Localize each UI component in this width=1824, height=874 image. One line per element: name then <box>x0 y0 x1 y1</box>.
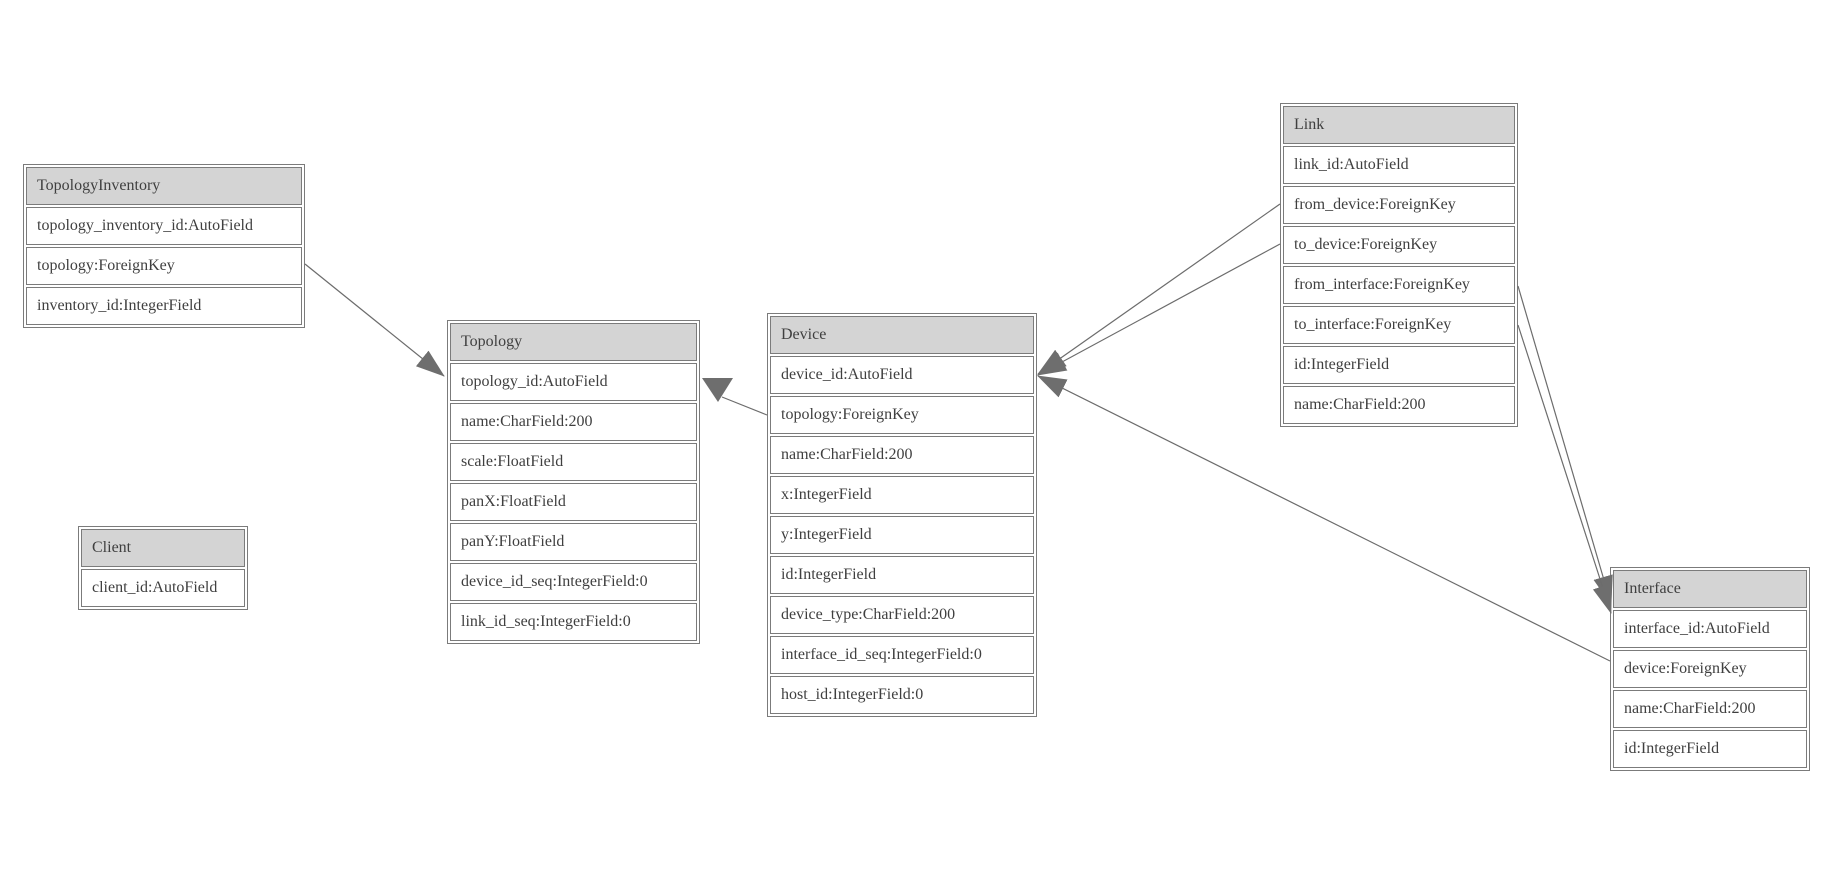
relationship-line-device-topology <box>721 396 768 416</box>
arrowhead-icon <box>702 378 733 402</box>
field-row: from_device:ForeignKey <box>1283 186 1515 224</box>
field-row: x:IntegerField <box>770 476 1034 514</box>
field-row: inventory_id:IntegerField <box>26 287 302 325</box>
field-row: y:IntegerField <box>770 516 1034 554</box>
relationship-line-link-tointerface-interface <box>1517 324 1612 614</box>
relationship-line-link-todevice-device <box>1037 243 1281 376</box>
field-row: name:CharField:200 <box>1283 386 1515 424</box>
entity-title: Device <box>770 316 1034 354</box>
field-row: topology_id:AutoField <box>450 363 697 401</box>
field-row: id:IntegerField <box>1613 730 1807 768</box>
field-row: to_interface:ForeignKey <box>1283 306 1515 344</box>
relationship-line-link-frominterface-interface <box>1517 285 1613 605</box>
field-row: device_type:CharField:200 <box>770 596 1034 634</box>
entity-title: TopologyInventory <box>26 167 302 205</box>
field-row: device:ForeignKey <box>1613 650 1807 688</box>
field-row: topology_inventory_id:AutoField <box>26 207 302 245</box>
field-row: topology:ForeignKey <box>26 247 302 285</box>
entity-title: Client <box>81 529 245 567</box>
relationship-line-link-fromdevice-device <box>1037 203 1281 375</box>
field-row: panY:FloatField <box>450 523 697 561</box>
field-row: interface_id:AutoField <box>1613 610 1807 648</box>
field-row: client_id:AutoField <box>81 569 245 607</box>
field-row: from_interface:ForeignKey <box>1283 266 1515 304</box>
field-row: link_id:AutoField <box>1283 146 1515 184</box>
field-row: to_device:ForeignKey <box>1283 226 1515 264</box>
field-row: id:IntegerField <box>1283 346 1515 384</box>
field-row: name:CharField:200 <box>1613 690 1807 728</box>
relationship-line-topologyinventory-topology <box>304 263 445 377</box>
field-row: link_id_seq:IntegerField:0 <box>450 603 697 641</box>
field-row: device_id_seq:IntegerField:0 <box>450 563 697 601</box>
field-row: device_id:AutoField <box>770 356 1034 394</box>
field-row: scale:FloatField <box>450 443 697 481</box>
field-row: name:CharField:200 <box>450 403 697 441</box>
field-row: interface_id_seq:IntegerField:0 <box>770 636 1034 674</box>
field-row: name:CharField:200 <box>770 436 1034 474</box>
entity-title: Topology <box>450 323 697 361</box>
entity-title: Interface <box>1613 570 1807 608</box>
field-row: panX:FloatField <box>450 483 697 521</box>
field-row: topology:ForeignKey <box>770 396 1034 434</box>
entity-title: Link <box>1283 106 1515 144</box>
field-row: host_id:IntegerField:0 <box>770 676 1034 714</box>
field-row: id:IntegerField <box>770 556 1034 594</box>
